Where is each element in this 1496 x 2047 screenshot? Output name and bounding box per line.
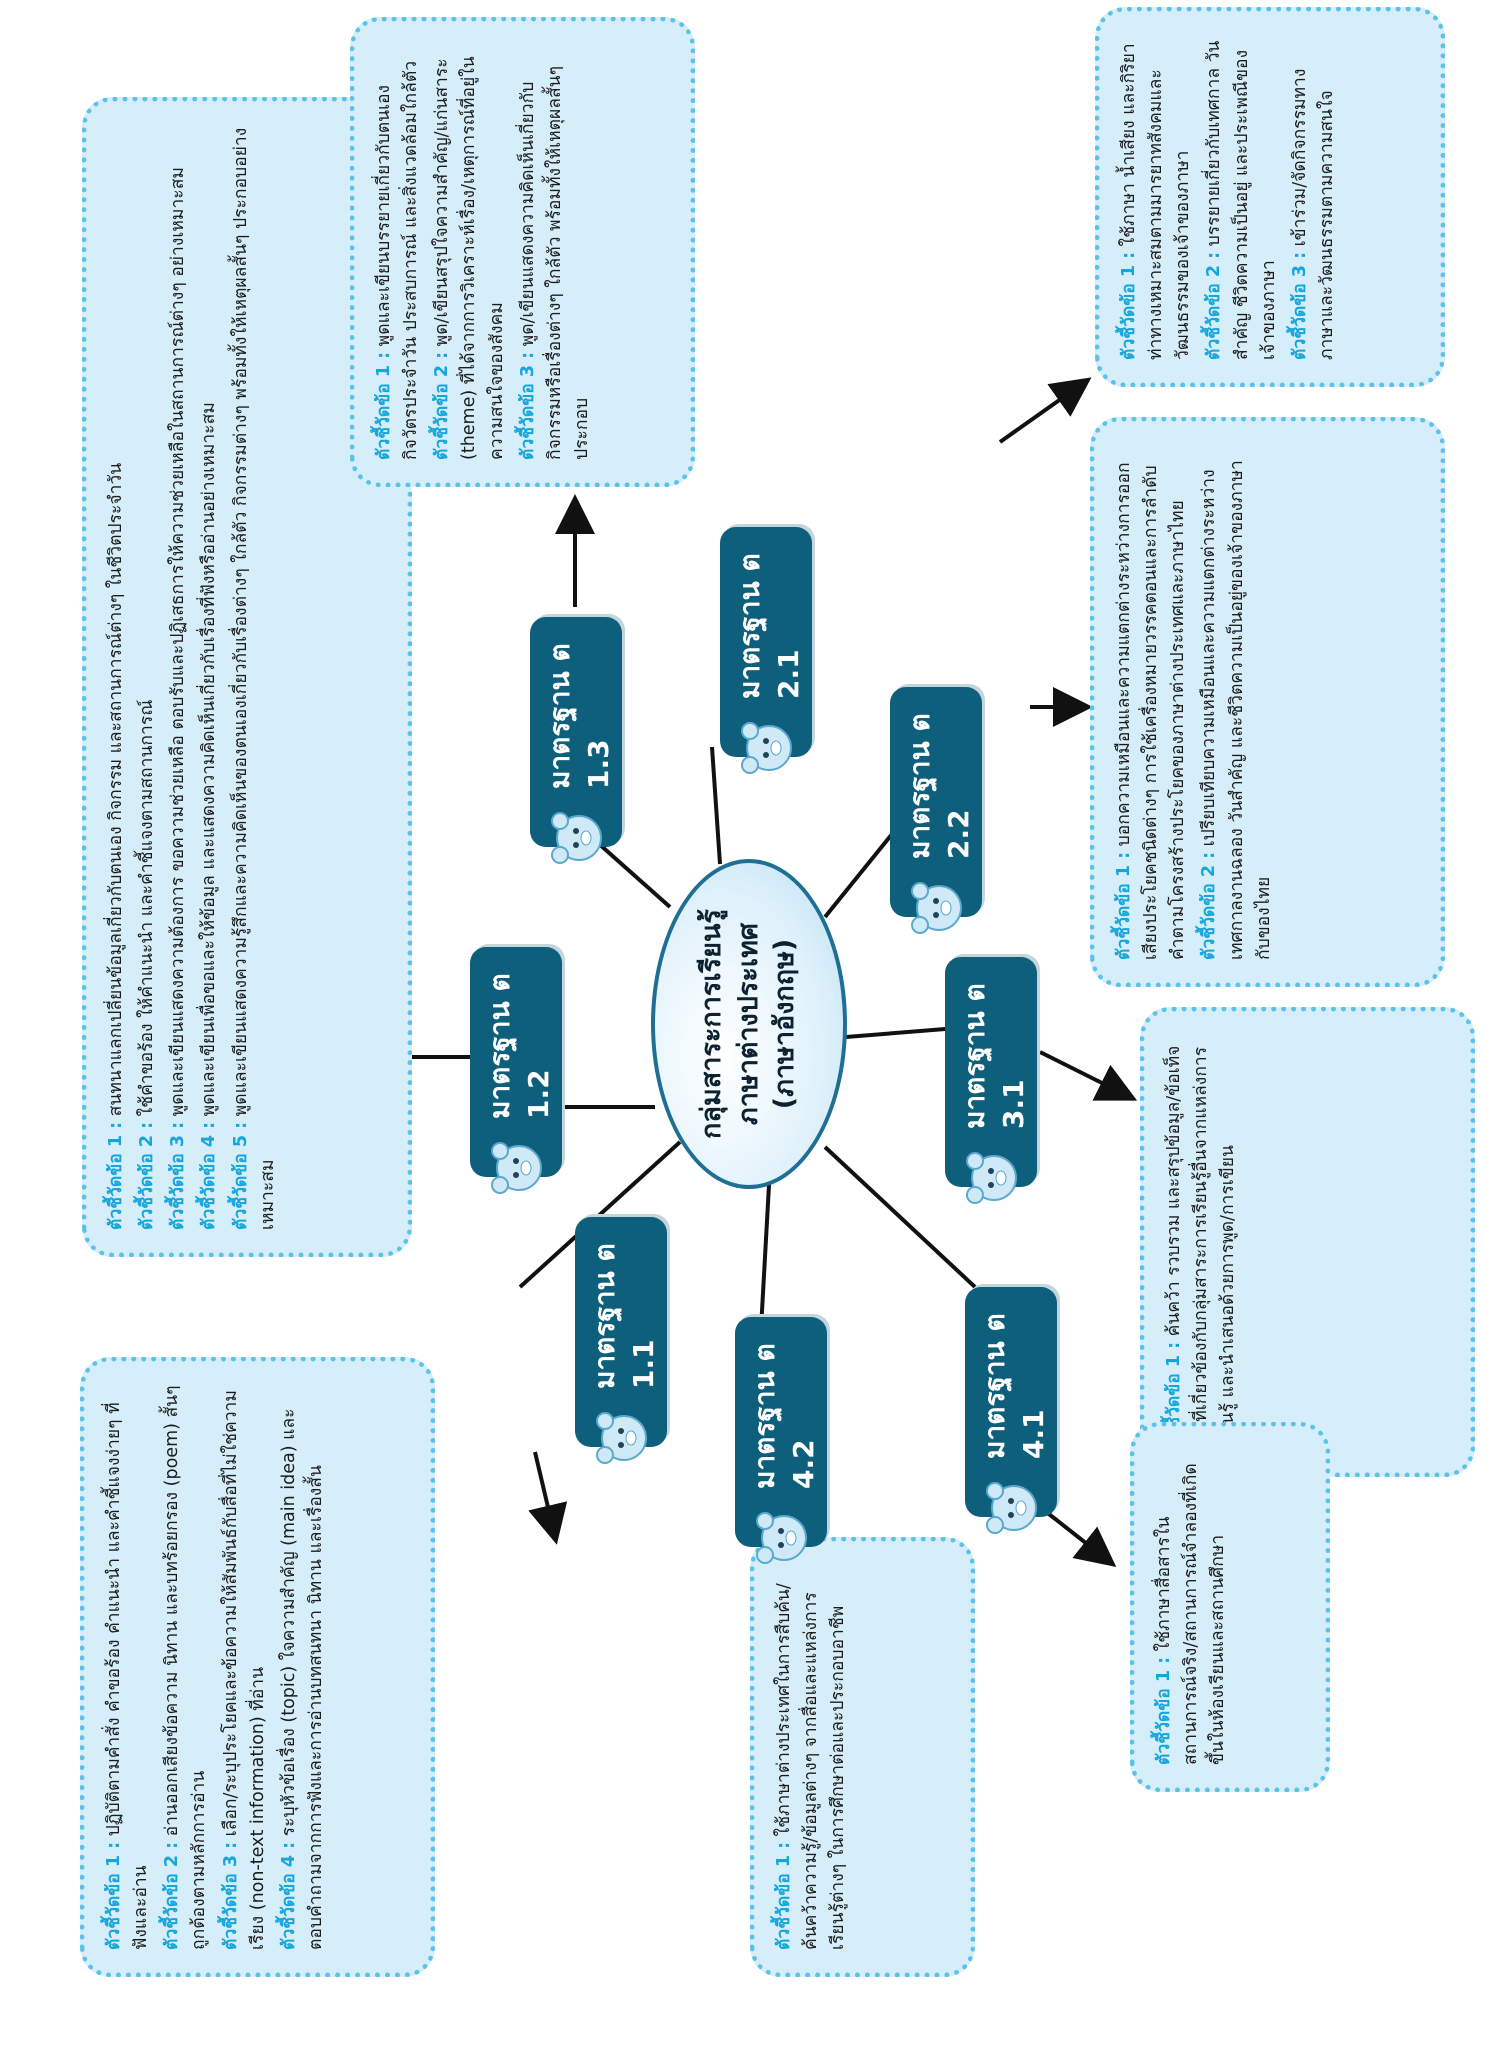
indicator-item: ตัวชี้วัดข้อ 3 : พูดและเขียนแสดงความต้อง…	[165, 124, 192, 1230]
indicator-label: ตัวชี้วัดข้อ 2 :	[137, 1121, 158, 1230]
arrow-s41	[1038, 1505, 1117, 1567]
standard-s41: มาตรฐาน ต 4.1	[965, 1287, 1057, 1534]
indicator-item: ตัวชี้วัดข้อ 1 : ค้นคว้า รวบรวม และสรุปข…	[1161, 1034, 1242, 1450]
indicator-list-s12: ตัวชี้วัดข้อ 1 : สนทนาแลกเปลี่ยนข้อมูลเก…	[103, 124, 282, 1230]
bear-mascot-icon	[591, 1407, 653, 1469]
indicator-item: ตัวชี้วัดข้อ 3 : พูด/เขียนแสดงความคิดเห็…	[515, 44, 596, 460]
indicator-item: ตัวชี้วัดข้อ 4 : ระบุหัวข้อเรื่อง (topic…	[276, 1384, 330, 1950]
standard-label-s22: มาตรฐาน ต 2.2	[902, 713, 975, 859]
indicator-item: ตัวชี้วัดข้อ 3 : เข้าร่วม/จัดกิจกรรมทางภ…	[1287, 34, 1341, 360]
indicator-box-s22: ตัวชี้วัดข้อ 1 : บอกความเหมือนและความแตก…	[1090, 417, 1445, 987]
indicator-label: ตัวชี้วัดข้อ 2 :	[1199, 851, 1220, 960]
indicator-label: ตัวชี้วัดข้อ 5 :	[230, 1121, 251, 1230]
indicator-item: ตัวชี้วัดข้อ 5 : พูดและเขียนแสดงความรู้ส…	[228, 124, 282, 1230]
indicator-item: ตัวชี้วัดข้อ 1 : สนทนาแลกเปลี่ยนข้อมูลเก…	[103, 124, 130, 1230]
center-title-line3: (ภาษาอังกฤษ)	[769, 938, 801, 1110]
indicator-list-s42: ตัวชี้วัดข้อ 1 : ใช้ภาษาต่างประเทศในการส…	[771, 1564, 852, 1950]
indicator-box-s31: ตัวชี้วัดข้อ 1 : ค้นคว้า รวบรวม และสรุปข…	[1140, 1007, 1475, 1477]
indicator-item: ตัวชี้วัดข้อ 1 : ปฏิบัติตามคำสั่ง คำขอร้…	[101, 1384, 155, 1950]
link-center-s21	[710, 746, 722, 865]
indicator-label: ตัวชี้วัดข้อ 3 :	[1289, 251, 1310, 360]
indicator-label: ตัวชี้วัดข้อ 1 :	[374, 351, 394, 460]
indicator-box-s21: ตัวชี้วัดข้อ 1 : ใช้ภาษา น้ำเสียง และกิร…	[1095, 7, 1445, 387]
indicator-item: ตัวชี้วัดข้อ 1 : ใช้ภาษาสื่อสารในสถานการ…	[1151, 1449, 1232, 1765]
indicator-label: ตัวชี้วัดข้อ 1 :	[106, 1121, 126, 1230]
bear-mascot-icon	[486, 1137, 548, 1199]
bear-mascot-icon	[546, 807, 608, 869]
arrow-s11	[528, 1451, 568, 1545]
bear-mascot-icon	[736, 717, 798, 779]
indicator-label: ตัวชี้วัดข้อ 2 :	[162, 1841, 183, 1950]
bear-mascot-icon	[906, 877, 968, 939]
standard-label-s21: มาตรฐาน ต 2.1	[732, 553, 805, 699]
indicator-item: ตัวชี้วัดข้อ 2 : บรรยายเกี่ยวกับเทศกาล ว…	[1201, 34, 1282, 360]
standard-s12: มาตรฐาน ต 1.2	[470, 947, 562, 1194]
indicator-list-s11: ตัวชี้วัดข้อ 1 : ปฏิบัติตามคำสั่ง คำขอร้…	[101, 1384, 330, 1950]
indicator-label: ตัวชี้วัดข้อ 3 :	[168, 1121, 189, 1230]
indicator-box-s11: ตัวชี้วัดข้อ 1 : ปฏิบัติตามคำสั่ง คำขอร้…	[80, 1357, 435, 1977]
standard-s42: มาตรฐาน ต 4.2	[735, 1317, 827, 1564]
indicator-item: ตัวชี้วัดข้อ 3 : เลือก/ระบุประโยคและข้อค…	[218, 1384, 272, 1950]
indicator-text: พูดและเขียนแสดงความรู้สึกและความคิดเห็นข…	[230, 127, 278, 1230]
arrow-s31	[1039, 1050, 1138, 1101]
indicator-list-s21: ตัวชี้วัดข้อ 1 : ใช้ภาษา น้ำเสียง และกิร…	[1116, 34, 1341, 360]
indicator-item: ตัวชี้วัดข้อ 2 : เปรียบเทียบความเหมือนแล…	[1196, 444, 1277, 960]
indicator-box-s42: ตัวชี้วัดข้อ 1 : ใช้ภาษาต่างประเทศในการส…	[750, 1537, 975, 1977]
standard-label-s11: มาตรฐาน ต 1.1	[587, 1243, 660, 1389]
standard-s31: มาตรฐาน ต 3.1	[945, 957, 1037, 1204]
indicator-label: ตัวชี้วัดข้อ 4 :	[278, 1841, 299, 1950]
bear-mascot-icon	[981, 1477, 1043, 1539]
indicator-label: ตัวชี้วัดข้อ 1 :	[1114, 851, 1134, 960]
indicator-text: ใช้คำขอร้อง ให้คำแนะนำ และคำชี้แจงตามสถา…	[137, 699, 158, 1117]
indicator-text: พูดและเขียนแสดงความต้องการ ขอความช่วยเหล…	[168, 167, 189, 1117]
standard-label-s31: มาตรฐาน ต 3.1	[957, 983, 1030, 1129]
indicator-text: พูดและเขียนเพื่อขอและให้ข้อมูล และแสดงคว…	[199, 402, 220, 1117]
indicator-text: สนทนาแลกเปลี่ยนข้อมูลเกี่ยวกับตนเอง กิจก…	[106, 462, 126, 1117]
indicator-box-s13: ตัวชี้วัดข้อ 1 : พูดและเขียนบรรยายเกี่ยว…	[350, 17, 695, 487]
indicator-label: ตัวชี้วัดข้อ 1 :	[1154, 1656, 1174, 1765]
standard-s11: มาตรฐาน ต 1.1	[575, 1217, 667, 1464]
indicator-item: ตัวชี้วัดข้อ 2 : พูด/เขียนสรุปใจความสำคั…	[429, 44, 510, 460]
indicator-list-s13: ตัวชี้วัดข้อ 1 : พูดและเขียนบรรยายเกี่ยว…	[371, 44, 596, 460]
bear-mascot-icon	[961, 1147, 1023, 1209]
indicator-list-s22: ตัวชี้วัดข้อ 1 : บอกความเหมือนและความแตก…	[1111, 444, 1278, 960]
indicator-item: ตัวชี้วัดข้อ 1 : พูดและเขียนบรรยายเกี่ยว…	[371, 44, 425, 460]
center-topic: กลุ่มสาระการเรียนรู้ ภาษาต่างประเทศ (ภาษ…	[651, 859, 847, 1189]
arrow-s21	[998, 377, 1092, 444]
standard-s21: มาตรฐาน ต 2.1	[720, 527, 812, 774]
indicator-item: ตัวชี้วัดข้อ 4 : พูดและเขียนเพื่อขอและให…	[196, 124, 223, 1230]
standard-label-s13: มาตรฐาน ต 1.3	[542, 643, 615, 789]
indicator-item: ตัวชี้วัดข้อ 1 : ใช้ภาษา น้ำเสียง และกิร…	[1116, 34, 1197, 360]
indicator-item: ตัวชี้วัดข้อ 2 : ใช้คำขอร้อง ให้คำแนะนำ …	[134, 124, 161, 1230]
indicator-item: ตัวชี้วัดข้อ 1 : บอกความเหมือนและความแตก…	[1111, 444, 1192, 960]
indicator-list-s31: ตัวชี้วัดข้อ 1 : ค้นคว้า รวบรวม และสรุปข…	[1161, 1034, 1242, 1450]
indicator-label: ตัวชี้วัดข้อ 2 :	[1204, 251, 1225, 360]
link-center-s41	[823, 1145, 977, 1289]
indicator-label: ตัวชี้วัดข้อ 4 :	[199, 1121, 220, 1230]
standard-s22: มาตรฐาน ต 2.2	[890, 687, 982, 934]
indicator-label: ตัวชี้วัดข้อ 3 :	[517, 351, 538, 460]
indicator-label: ตัวชี้วัดข้อ 1 :	[774, 1841, 794, 1950]
bear-mascot-icon	[751, 1507, 813, 1569]
indicator-item: ตัวชี้วัดข้อ 2 : อ่านออกเสียงข้อความ นิท…	[159, 1384, 213, 1950]
indicator-label: ตัวชี้วัดข้อ 1 :	[1119, 251, 1139, 360]
indicator-box-s41: ตัวชี้วัดข้อ 1 : ใช้ภาษาสื่อสารในสถานการ…	[1130, 1422, 1330, 1792]
standard-s13: มาตรฐาน ต 1.3	[530, 617, 622, 864]
standard-label-s12: มาตรฐาน ต 1.2	[482, 973, 555, 1119]
center-title-line1: กลุ่มสาระการเรียนรู้	[696, 909, 728, 1139]
standard-label-s42: มาตรฐาน ต 4.2	[747, 1343, 820, 1489]
indicator-list-s41: ตัวชี้วัดข้อ 1 : ใช้ภาษาสื่อสารในสถานการ…	[1151, 1449, 1232, 1765]
indicator-label: ตัวชี้วัดข้อ 1 :	[104, 1841, 124, 1950]
link-center-s11	[518, 1140, 682, 1289]
standard-label-s41: มาตรฐาน ต 4.1	[977, 1313, 1050, 1459]
center-title-line2: ภาษาต่างประเทศ	[732, 922, 764, 1126]
indicator-label: ตัวชี้วัดข้อ 3 :	[220, 1841, 241, 1950]
indicator-label: ตัวชี้วัดข้อ 2 :	[432, 351, 453, 460]
indicator-item: ตัวชี้วัดข้อ 1 : ใช้ภาษาต่างประเทศในการส…	[771, 1564, 852, 1950]
